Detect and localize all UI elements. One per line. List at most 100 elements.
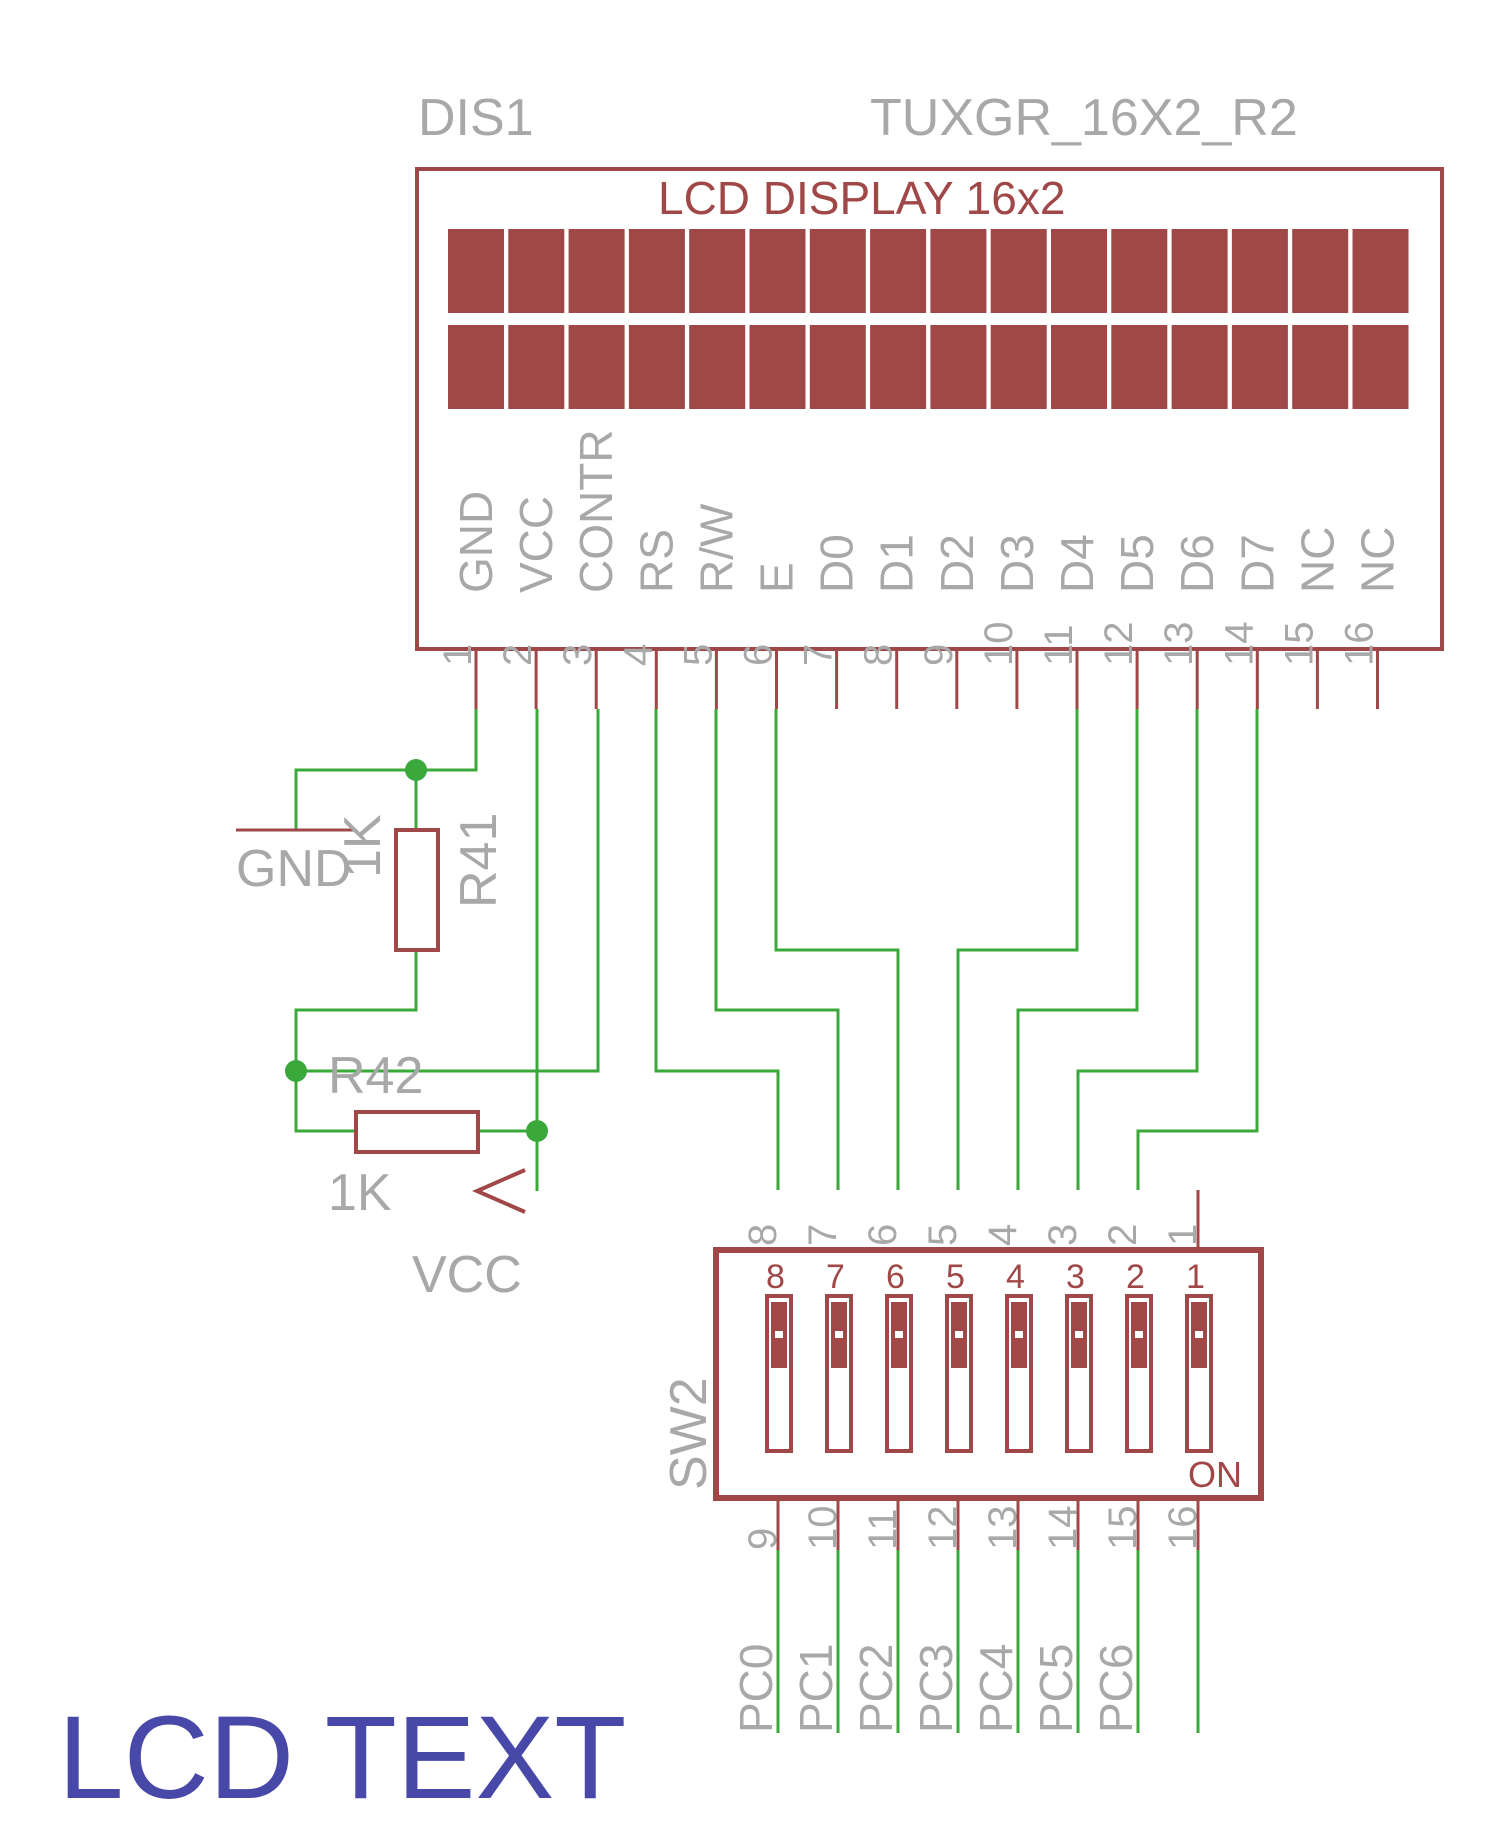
lcd-cell <box>689 229 746 313</box>
lcd-cell <box>1051 325 1107 409</box>
lcd-cell <box>1171 325 1228 409</box>
wire-d5 <box>1016 709 1139 1190</box>
lcd-cell <box>1292 229 1349 313</box>
display-pin-number: 6 <box>737 644 781 666</box>
switch-top-pin-number: 8 <box>741 1224 785 1246</box>
lcd-cell <box>1352 229 1409 313</box>
r41-value: 1K <box>334 814 392 878</box>
switch-top-pin-number: 3 <box>1041 1224 1085 1246</box>
wire-rw <box>714 709 840 1190</box>
display-ref: DIS1 <box>418 89 534 147</box>
display-title: LCD DISPLAY 16x2 <box>658 172 1065 224</box>
vcc-label: VCC <box>412 1246 522 1304</box>
footer-title: LCD TEXT <box>58 1692 626 1824</box>
display-pin-number: 7 <box>797 644 841 666</box>
display-pin-number: 3 <box>556 644 600 666</box>
switch-toggle-mark <box>1015 1331 1023 1338</box>
lcd-cell <box>809 229 866 313</box>
lcd-cell <box>1051 229 1107 313</box>
switch-position-label: 6 <box>886 1258 905 1296</box>
display-pin-name: VCC <box>510 496 562 593</box>
switch-on-label: ON <box>1188 1454 1242 1495</box>
vcc-arrow-icon <box>472 1168 526 1214</box>
lcd-cell <box>930 229 987 313</box>
net-label: PC2 <box>850 1644 902 1733</box>
display-pin-name: GND <box>450 491 502 593</box>
display-pin-number: 10 <box>977 622 1021 667</box>
lcd-cell <box>448 325 504 409</box>
switch-toggle-mark <box>1135 1331 1143 1338</box>
switch-slot <box>825 1294 853 1453</box>
switch-position-label: 4 <box>1006 1258 1025 1296</box>
switch-slot <box>885 1294 913 1453</box>
display-pin-number: 11 <box>1037 624 1081 666</box>
wire-r41-r42 <box>294 950 418 1133</box>
display-pin-name: D5 <box>1111 534 1163 593</box>
switch-position-label: 5 <box>946 1258 965 1296</box>
switch-slot <box>945 1294 973 1453</box>
r42-value: 1K <box>328 1164 392 1222</box>
switch-toggle-mark <box>775 1331 783 1338</box>
lcd-cell <box>1231 229 1288 313</box>
switch-toggle-mark <box>1195 1331 1203 1338</box>
switch-slot <box>765 1294 793 1453</box>
display-pin-name: D7 <box>1231 534 1283 593</box>
display-pin-name: RS <box>630 529 682 593</box>
switch-top-pin-number: 1 <box>1161 1224 1205 1246</box>
lcd-cell <box>870 325 927 409</box>
switch-bottom-stubs <box>776 1498 1200 1550</box>
wires <box>294 709 1259 1733</box>
lcd-cell <box>568 229 625 313</box>
display-pin-name: CONTR <box>570 429 622 593</box>
display-pin-name: NC <box>1291 527 1343 593</box>
switch-top-pin-number: 5 <box>921 1224 965 1246</box>
switch-toggle-mark <box>835 1331 843 1338</box>
display-pin-name: NC <box>1352 527 1404 593</box>
wire-e <box>774 709 900 1190</box>
lcd-cell <box>568 325 625 409</box>
display-pin-number: 2 <box>496 644 540 666</box>
switch-position-label: 2 <box>1126 1258 1145 1296</box>
display-pin-name: D0 <box>811 534 863 593</box>
net-label: PC4 <box>970 1644 1022 1733</box>
net-label: PC3 <box>910 1644 962 1733</box>
switch-position-label: 3 <box>1066 1258 1085 1296</box>
switch-body <box>713 1247 1264 1501</box>
display-pin-name: D1 <box>871 534 923 593</box>
r41-ref: R41 <box>450 813 508 908</box>
lcd-cell <box>689 325 746 409</box>
switch-slot <box>1185 1294 1213 1453</box>
wire-gnd <box>294 709 478 830</box>
lcd-character-cells <box>448 229 1409 409</box>
switch-toggle-mark <box>955 1331 963 1338</box>
wire-rs <box>654 709 780 1190</box>
display-pin-number: 5 <box>676 644 720 666</box>
lcd-cell <box>628 325 685 409</box>
display-pin-name: D6 <box>1171 534 1223 593</box>
switch-slot <box>1065 1294 1093 1453</box>
lcd-cell <box>1171 229 1228 313</box>
display-pin-number: 12 <box>1097 622 1141 667</box>
switch-slot <box>1005 1294 1033 1453</box>
display-pin-stubs <box>474 649 1379 709</box>
resistor-r42 <box>354 1110 480 1154</box>
lcd-cell <box>1111 229 1168 313</box>
wire-contrast <box>296 709 600 1073</box>
display-pin-number: 8 <box>857 644 901 666</box>
switch-top-pin-number: 4 <box>981 1224 1025 1246</box>
display-pin-number: 13 <box>1157 622 1201 667</box>
lcd-cell <box>508 229 565 313</box>
switch-bottom-pin-number: 9 <box>741 1528 785 1550</box>
display-pin-name: R/W <box>690 503 742 593</box>
display-part: TUXGR_16X2_R2 <box>870 89 1298 147</box>
lcd-cell <box>1352 325 1409 409</box>
switch-position-label: 8 <box>766 1258 785 1296</box>
display-pin-name: D2 <box>931 534 983 593</box>
switch-top-pin-number: 6 <box>861 1224 905 1246</box>
lcd-cell <box>990 229 1047 313</box>
